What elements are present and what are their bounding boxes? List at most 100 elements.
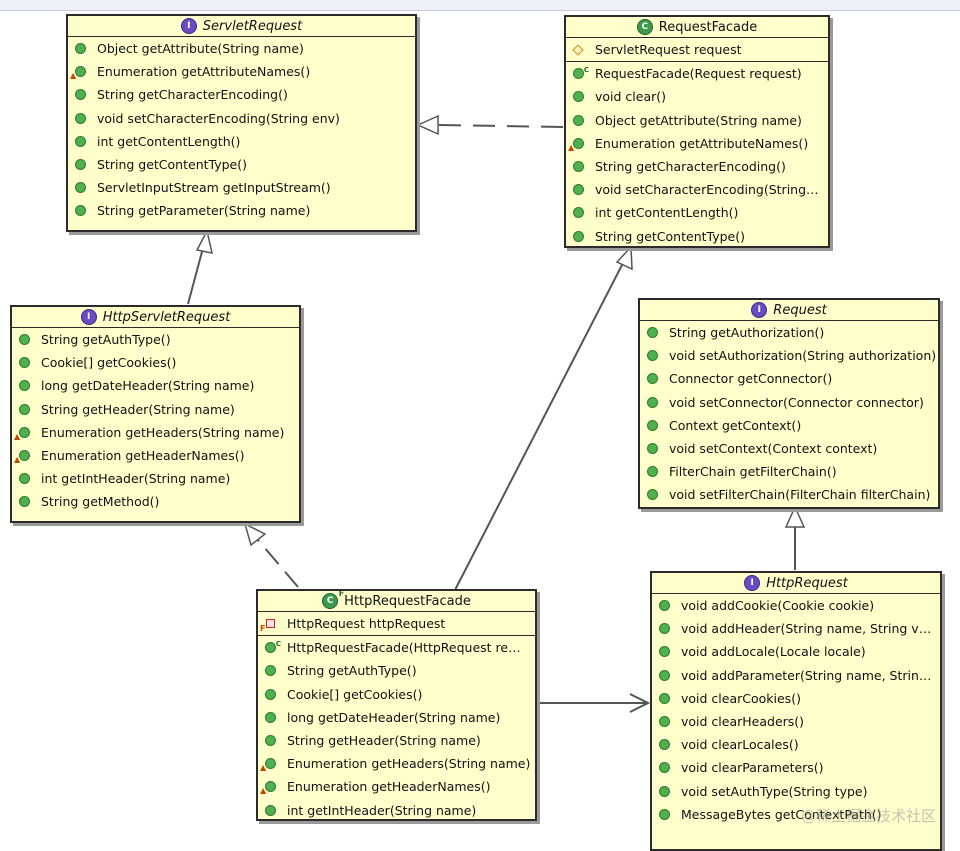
member-row[interactable]: int getContentLength() <box>566 201 828 224</box>
member-row[interactable]: String getAuthorization() <box>640 321 938 344</box>
member-row[interactable]: ServletInputStream getInputStream() <box>68 176 415 199</box>
member-row[interactable]: Cookie[] getCookies() <box>258 683 535 706</box>
member-row[interactable]: long getDateHeader(String name) <box>12 374 299 397</box>
class-name: HttpServletRequest <box>102 309 231 325</box>
member-row[interactable]: String getParameter(String name) <box>68 199 415 222</box>
method-icon <box>657 600 671 612</box>
member-row[interactable]: void setAuthorization(String authorizati… <box>640 344 938 367</box>
method-icon <box>73 89 87 101</box>
member-row[interactable]: void setCharacterEncoding(String… <box>566 178 828 201</box>
member-row[interactable]: void clear() <box>566 85 828 108</box>
member-row[interactable]: String getCharacterEncoding() <box>566 155 828 178</box>
method-override-icon: ▲ <box>70 66 87 80</box>
member-text: void clearLocales() <box>681 737 799 753</box>
member-row[interactable]: ▲Enumeration getHeaders(String name) <box>258 752 535 775</box>
member-text: long getDateHeader(String name) <box>287 709 501 725</box>
generalization-arrowhead-servletrequest <box>195 228 213 254</box>
method-icon <box>263 735 277 747</box>
member-row[interactable]: ▲Enumeration getAttributeNames() <box>566 132 828 155</box>
constructor-icon: C <box>571 66 589 80</box>
member-row[interactable]: String getAuthType() <box>12 328 299 351</box>
member-text: void setAuthType(String type) <box>681 783 868 799</box>
realization-arrowhead-servletrequest <box>416 114 439 136</box>
member-row[interactable]: String getAuthType() <box>258 659 535 682</box>
member-row[interactable]: void addHeader(String name, String v… <box>652 617 940 640</box>
member-row[interactable]: void setConnector(Connector connector) <box>640 391 938 414</box>
member-row[interactable]: void clearParameters() <box>652 756 940 779</box>
member-list: void addCookie(Cookie cookie) void addHea… <box>652 594 940 826</box>
member-row[interactable]: String getHeader(String name) <box>258 729 535 752</box>
member-row[interactable]: void setContext(Context context) <box>640 437 938 460</box>
member-row[interactable]: Cookie[] getCookies() <box>12 351 299 374</box>
member-row[interactable]: int getIntHeader(String name) <box>12 467 299 490</box>
method-icon <box>657 716 671 728</box>
member-text: Enumeration getAttributeNames() <box>595 135 809 151</box>
member-row[interactable]: String getContentType() <box>68 153 415 176</box>
method-icon <box>73 182 87 194</box>
watermark-text: @稀土掘金技术社区 <box>800 807 936 825</box>
method-icon <box>263 665 277 677</box>
member-row[interactable]: FilterChain getFilterChain() <box>640 460 938 483</box>
member-row[interactable]: int getIntHeader(String name) <box>258 799 535 820</box>
member-row[interactable]: void clearLocales() <box>652 733 940 756</box>
member-text: void addCookie(Cookie cookie) <box>681 598 875 614</box>
member-row[interactable]: ▲ Enumeration getHeaderNames() <box>12 444 299 467</box>
member-text: Cookie[] getCookies() <box>41 355 177 371</box>
method-icon <box>657 669 671 681</box>
field-private-icon: F <box>260 619 277 633</box>
member-row[interactable]: Object getAttribute(String name) <box>68 37 415 60</box>
field-list: ServletRequest request <box>566 38 828 63</box>
class-name: ServletRequest <box>202 18 303 34</box>
member-row[interactable]: ▲Enumeration getHeaderNames() <box>258 775 535 798</box>
member-row[interactable]: long getDateHeader(String name) <box>258 706 535 729</box>
interface-icon: I <box>744 575 761 591</box>
member-row[interactable]: void setFilterChain(FilterChain filterCh… <box>640 483 938 506</box>
member-row[interactable]: void addLocale(Locale locale) <box>652 640 940 663</box>
member-row[interactable]: Context getContext() <box>640 414 938 437</box>
member-row[interactable]: Object getAttribute(String name) <box>566 109 828 132</box>
class-icon: C <box>636 19 653 35</box>
member-text: void setAuthorization(String authorizati… <box>669 348 937 364</box>
member-text: void clear() <box>595 89 667 105</box>
member-text: String getHeader(String name) <box>287 733 481 749</box>
method-override-icon: ▲ <box>14 450 31 464</box>
member-row[interactable]: void setAuthType(String type) <box>652 780 940 803</box>
member-row[interactable]: void clearCookies() <box>652 687 940 710</box>
member-row[interactable]: String getCharacterEncoding() <box>68 83 415 106</box>
member-text: int getIntHeader(String name) <box>287 802 477 818</box>
method-icon <box>73 135 87 147</box>
member-row[interactable]: Connector getConnector() <box>640 367 938 390</box>
member-text: Enumeration getAttributeNames() <box>97 64 311 80</box>
member-row[interactable]: String getMethod() <box>12 490 299 513</box>
field-row[interactable]: ServletRequest request <box>566 38 828 61</box>
member-text: void addHeader(String name, String v… <box>681 621 932 637</box>
member-row[interactable]: int getContentLength() <box>68 130 415 153</box>
member-row[interactable]: String getHeader(String name) <box>12 398 299 421</box>
member-row[interactable]: void addParameter(String name, Strin… <box>652 664 940 687</box>
method-icon <box>645 373 659 385</box>
member-row[interactable]: void setCharacterEncoding(String env) <box>68 107 415 130</box>
generalization-line-httprequestfacade-requestfacade <box>454 264 623 591</box>
member-row[interactable]: ▲Enumeration getHeaders(String name) <box>12 421 299 444</box>
member-row[interactable]: MessageBytes getContextPath() <box>652 803 940 826</box>
member-text: Enumeration getHeaderNames() <box>41 448 245 464</box>
method-icon <box>17 403 31 415</box>
member-row[interactable]: void addCookie(Cookie cookie) <box>652 594 940 617</box>
member-row[interactable]: ▲ Enumeration getAttributeNames() <box>68 60 415 83</box>
member-row[interactable]: String getContentType() <box>566 225 828 247</box>
member-row[interactable]: void clearHeaders() <box>652 710 940 733</box>
class-name: HttpRequestFacade <box>344 593 471 609</box>
